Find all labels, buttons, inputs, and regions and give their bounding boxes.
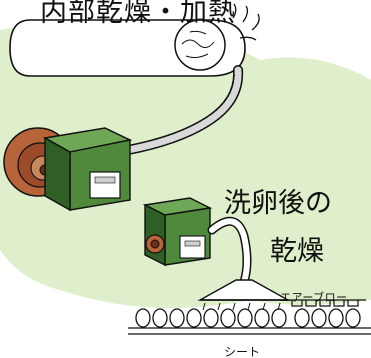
air-hose — [123, 65, 244, 155]
conveyor-sheet — [128, 327, 371, 335]
air-blow-label: エアーブロー — [280, 291, 348, 304]
sheet-label: シート — [224, 345, 261, 358]
post-wash-drying-label-line2: 乾燥 — [270, 236, 324, 267]
background-blob — [0, 26, 371, 309]
blower-unit-lower — [142, 197, 213, 267]
egg-shell-icon — [174, 19, 226, 71]
air-flow-ticks — [202, 302, 281, 311]
conveyor-eggs — [135, 308, 361, 328]
blower-unit-upper — [3, 127, 133, 212]
internal-drying-heating-label: 内部乾燥・加熱 — [40, 0, 236, 28]
post-wash-drying-label-line1: 洗卵後の — [224, 188, 332, 219]
air-blow-nozzles — [286, 299, 366, 307]
steam-marks — [232, 3, 260, 41]
lower-duct — [207, 216, 252, 287]
